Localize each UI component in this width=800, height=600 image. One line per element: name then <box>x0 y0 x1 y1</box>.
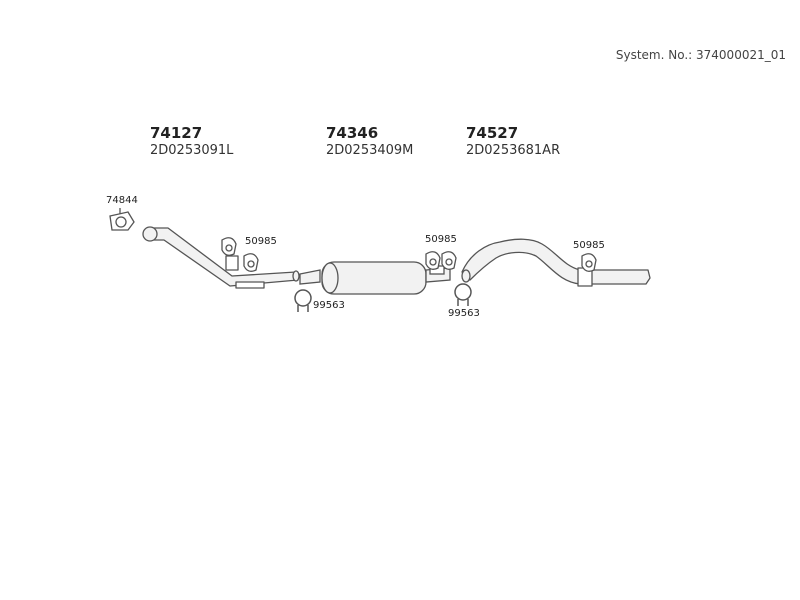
callout-hanger-mid: 50985 <box>425 234 457 245</box>
clamp-mid-icon <box>454 283 472 306</box>
callout-clamp-mid: 99563 <box>448 308 480 319</box>
gasket-icon <box>109 208 135 231</box>
tail-pipe <box>461 238 651 287</box>
part-code-middle-silencer: 2D0253409M <box>326 143 414 158</box>
callout-hanger-front: 50985 <box>245 236 277 247</box>
hanger-mid-icon <box>425 251 457 270</box>
front-pipe <box>142 226 300 289</box>
hanger-front-icon <box>221 237 259 272</box>
part-number-middle-silencer: 74346 <box>326 124 379 142</box>
clamp-front-icon <box>294 289 312 312</box>
middle-silencer <box>299 261 451 295</box>
hanger-rear-icon <box>581 253 597 272</box>
system-number: System. No.: 374000021_01 <box>615 48 786 62</box>
callout-hanger-rear: 50985 <box>573 240 605 251</box>
part-code-front-pipe: 2D0253091L <box>150 143 234 158</box>
callout-clamp-front: 99563 <box>313 300 345 311</box>
callout-gasket: 74844 <box>106 195 138 206</box>
part-number-front-pipe: 74127 <box>150 124 203 142</box>
part-code-tail-pipe: 2D0253681AR <box>466 143 561 158</box>
part-number-tail-pipe: 74527 <box>466 124 519 142</box>
